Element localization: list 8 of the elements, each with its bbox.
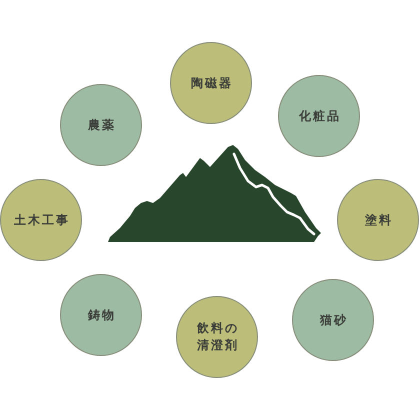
category-circle: 塗料 xyxy=(337,179,419,261)
category-circle: 鋳物 xyxy=(60,274,142,356)
category-circle: 猫砂 xyxy=(292,279,374,361)
category-circle: 化粧品 xyxy=(278,75,360,157)
category-circle: 飲料の清澄剤 xyxy=(176,296,258,378)
category-circle: 農薬 xyxy=(60,84,142,166)
category-circle: 陶磁器 xyxy=(170,42,252,124)
category-circle: 土木工事 xyxy=(0,179,82,261)
